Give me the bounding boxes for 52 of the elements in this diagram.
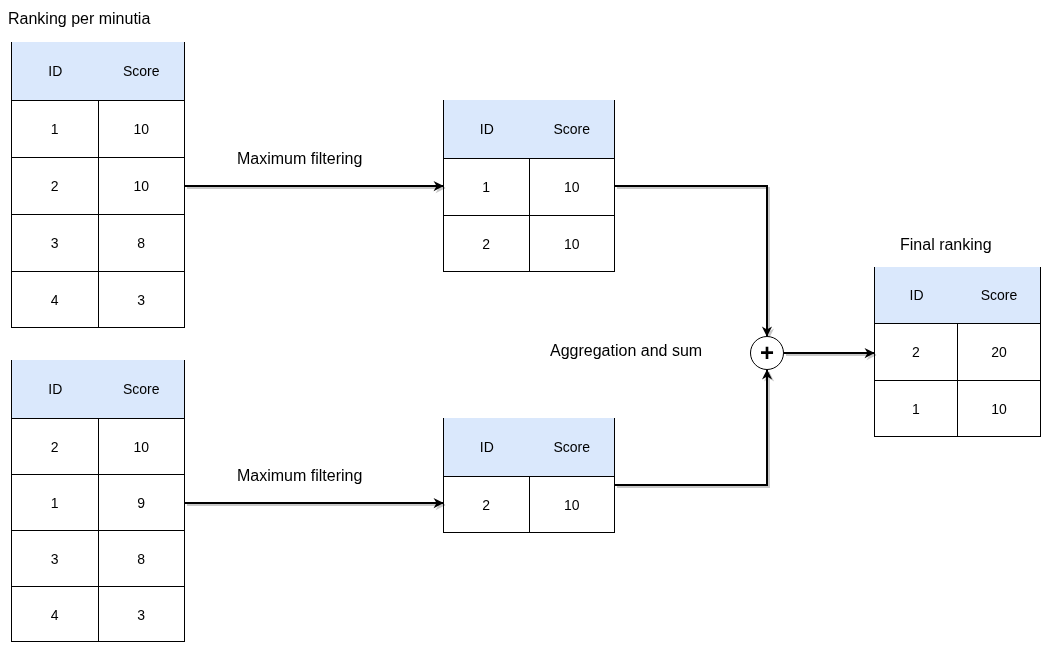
- sum-circle: +: [750, 336, 784, 370]
- arrow: [614, 185, 773, 337]
- table-cell: 10: [529, 476, 615, 533]
- arrow: [184, 180, 444, 192]
- edge-label: Maximum filtering: [235, 150, 365, 168]
- table-cell: 3: [98, 271, 185, 328]
- table-cell: 1: [444, 158, 530, 215]
- table-cell: 10: [98, 157, 185, 214]
- table-title: Ranking per minutia: [8, 10, 151, 28]
- node-label: Aggregation and sum: [550, 342, 703, 360]
- table-cell: 10: [958, 380, 1041, 437]
- table-cell: 10: [98, 100, 185, 157]
- score-table: [11, 360, 185, 642]
- header-cell: ID: [444, 418, 530, 476]
- header-cell: ID: [12, 360, 99, 418]
- arrow: [184, 497, 444, 509]
- edge-label: Maximum filtering: [235, 467, 365, 485]
- table-cell: 4: [12, 586, 99, 642]
- header-cell: Score: [98, 42, 185, 100]
- table-cell: 1: [12, 474, 99, 530]
- table-cell: 10: [98, 418, 185, 474]
- table-cell: 3: [12, 214, 99, 271]
- header-cell: Score: [529, 418, 615, 476]
- table-cell: 2: [875, 323, 958, 380]
- table-cell: 4: [12, 271, 99, 328]
- table-cell: 2: [12, 157, 99, 214]
- table-cell: 2: [444, 215, 530, 272]
- arrow: [614, 369, 773, 486]
- score-table: [874, 267, 1041, 437]
- header-cell: Score: [958, 267, 1041, 323]
- table-cell: 8: [98, 530, 185, 586]
- table-cell: 3: [12, 530, 99, 586]
- table-cell: 1: [12, 100, 99, 157]
- table-cell: 8: [98, 214, 185, 271]
- arrow: [783, 347, 875, 359]
- header-cell: ID: [875, 267, 958, 323]
- table-cell: 3: [98, 586, 185, 642]
- table-cell: 10: [529, 158, 615, 215]
- table-cell: 9: [98, 474, 185, 530]
- table-cell: 1: [875, 380, 958, 437]
- header-cell: ID: [444, 100, 530, 158]
- score-table: [11, 42, 185, 328]
- table-cell: 2: [12, 418, 99, 474]
- table-cell: 2: [444, 476, 530, 533]
- table-cell: 20: [958, 323, 1041, 380]
- table-title: Final ranking: [900, 236, 992, 254]
- header-cell: ID: [12, 42, 99, 100]
- score-table: [443, 100, 615, 272]
- score-table: [443, 418, 615, 533]
- header-cell: Score: [529, 100, 615, 158]
- table-cell: 10: [529, 215, 615, 272]
- header-cell: Score: [98, 360, 185, 418]
